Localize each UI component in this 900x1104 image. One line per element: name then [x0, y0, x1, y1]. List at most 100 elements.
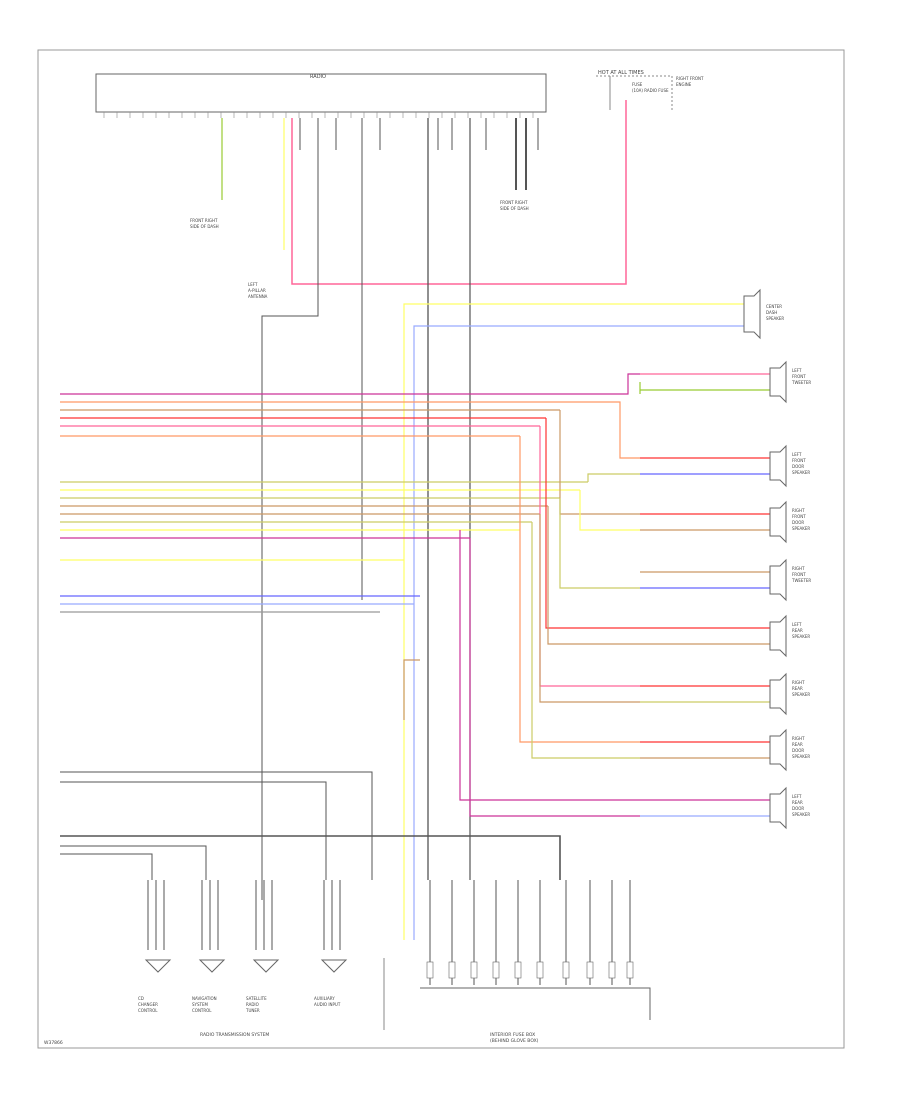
device-label: AUXILIARY: [314, 996, 335, 1001]
device-label: RADIO: [246, 1002, 259, 1007]
device-icon: [198, 959, 226, 973]
device-label: NAVIGATION: [192, 996, 217, 1001]
antenna-lead: [403, 659, 420, 720]
antenna-ground: LEFT A-PILLAR ANTENNA: [248, 282, 268, 299]
ground-label: SIDE OF DASH: [190, 224, 219, 229]
speaker-icon: [769, 672, 787, 716]
ground-bus: [60, 853, 153, 880]
speaker-label: FRONT: [792, 572, 806, 577]
speaker-icon: [743, 288, 761, 340]
device-icon: [252, 959, 280, 973]
speaker-label: TWEETER: [791, 578, 811, 583]
fuse-location: ENGINE: [676, 82, 692, 87]
route-wire: [531, 522, 640, 759]
speaker-label: SPEAKER: [792, 754, 810, 759]
speaker-label: DASH: [766, 310, 777, 315]
device-label: SYSTEM: [192, 1002, 208, 1007]
device-label: CD: [138, 996, 144, 1001]
route-wire: [559, 410, 640, 515]
speaker-label: SPEAKER: [792, 692, 810, 697]
speaker-label: REAR: [792, 686, 803, 691]
route-wire: [579, 490, 640, 531]
speaker-label: REAR: [792, 800, 803, 805]
wire: [261, 118, 319, 900]
speaker-icon: [769, 360, 787, 404]
left-group-label: RADIO TRANSMISSION SYSTEM: [200, 1032, 269, 1038]
speaker-label: SPEAKER: [792, 812, 810, 817]
right-group-label: INTERIOR FUSE BOX: [490, 1032, 535, 1038]
speaker-label: TWEETER: [791, 380, 811, 385]
route-wire: [545, 418, 640, 629]
wire-layer: [60, 100, 761, 940]
speaker-label: RIGHT: [792, 508, 805, 513]
fuse-box-pin: [448, 961, 456, 979]
fuse-block: HOT AT ALL TIMES FUSE (10A) RADIO FUSE R…: [596, 70, 704, 110]
fuse-box-pin: [514, 961, 522, 979]
ground-label: ANTENNA: [248, 294, 268, 299]
speaker-label: FRONT: [792, 458, 806, 463]
speaker-label: REAR: [792, 742, 803, 747]
route-wire: [459, 530, 640, 801]
speaker-label: REAR: [792, 628, 803, 633]
speaker-label: RIGHT: [792, 566, 805, 571]
device-label: SATELLITE: [246, 996, 267, 1001]
radio-pins: [103, 112, 534, 118]
fuse-note: FUSE: [632, 82, 643, 87]
speaker-label: LEFT: [792, 368, 802, 373]
radio-module-title: RADIO: [310, 74, 326, 80]
device-label: TUNER: [245, 1008, 260, 1013]
route-wire: [539, 514, 640, 703]
speaker-label: DOOR: [792, 464, 804, 469]
fuse-box-pin: [562, 961, 570, 979]
speaker-icon: [769, 786, 787, 830]
wire-center-dash: [403, 303, 744, 940]
device-icon: [144, 959, 172, 973]
ground-label: A-PILLAR: [248, 288, 266, 293]
speaker-label: DOOR: [792, 806, 804, 811]
speaker-label: RIGHT: [792, 680, 805, 685]
fuse-box-pin: [426, 961, 434, 979]
device-icon: [320, 959, 348, 973]
speaker-label: RIGHT: [792, 736, 805, 741]
ground-bus: [60, 845, 207, 880]
device-label: CONTROL: [138, 1008, 158, 1013]
wire-battery: [291, 100, 627, 285]
right-group-sublabel: (BEHIND GLOVE BOX): [490, 1038, 539, 1044]
route-wire: [519, 436, 640, 743]
ground-right-top: FRONT RIGHT SIDE OF DASH: [500, 200, 529, 211]
speaker-label: FRONT: [792, 514, 806, 519]
ground-bus: [60, 771, 373, 880]
ground-label: SIDE OF DASH: [500, 206, 529, 211]
speaker-icon: [769, 500, 787, 544]
wire-center-dash: [413, 325, 744, 940]
speaker-icon: [769, 614, 787, 658]
speaker-label: LEFT: [792, 452, 802, 457]
speaker-label: FRONT: [792, 374, 806, 379]
fuse-box-pin: [626, 961, 634, 979]
page-reference: W37866: [44, 1040, 63, 1046]
route-wire: [600, 373, 640, 395]
route-wire: [587, 473, 640, 482]
device-label: CONTROL: [192, 1008, 212, 1013]
ground-label: LEFT: [248, 282, 258, 287]
speaker-label: SPEAKER: [792, 526, 810, 531]
fuse-box-pin: [536, 961, 544, 979]
fuse-label: HOT AT ALL TIMES: [598, 70, 644, 76]
speaker-label: SPEAKER: [792, 470, 810, 475]
route-wire: [559, 498, 640, 589]
speaker-column: LEFTFRONTTWEETERLEFTFRONTDOORSPEAKERRIGH…: [640, 304, 811, 830]
route-wire: [574, 401, 640, 459]
route-wire: [539, 426, 640, 687]
fuse-box-pin: [586, 961, 594, 979]
ground-label: FRONT RIGHT: [190, 218, 218, 223]
speaker-label: SPEAKER: [766, 316, 784, 321]
speaker-label: LEFT: [792, 622, 802, 627]
